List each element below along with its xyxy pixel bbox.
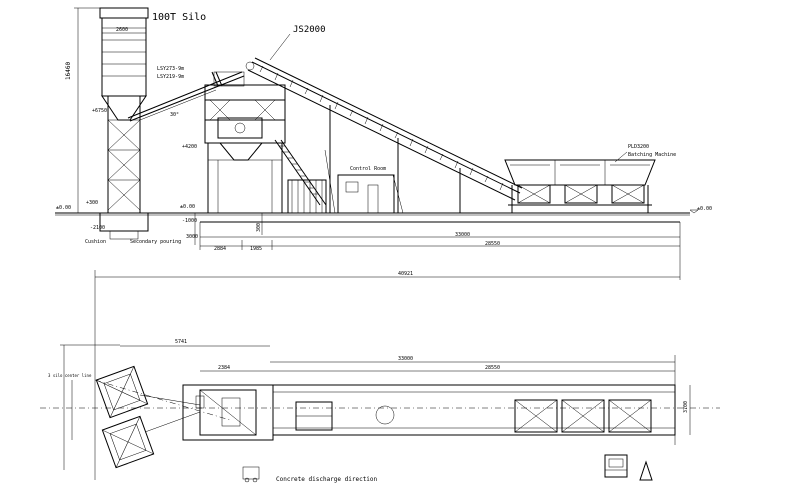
plan-batching-bins bbox=[514, 399, 652, 433]
silo-height-text: 16460 bbox=[65, 62, 72, 80]
screw-conveyor-2-label: LSY219-9m bbox=[157, 74, 184, 80]
level-silo-base: +300 bbox=[86, 200, 98, 206]
secondary-pouring-label: Secondary pouring bbox=[130, 239, 181, 245]
cement-silo bbox=[99, 7, 149, 240]
belt-span-text: 28550 bbox=[485, 241, 500, 247]
screw-conveyor-1-label: LSY273-9m bbox=[157, 66, 184, 72]
plan-a-text: 5741 bbox=[175, 339, 187, 345]
mixer-truck-icon bbox=[242, 466, 260, 483]
level-platform: +4200 bbox=[182, 144, 197, 150]
discharge-direction-label: Concrete discharge direction bbox=[276, 476, 378, 483]
batcher-model-label: PLD3200 bbox=[628, 144, 649, 150]
mixing-tower bbox=[204, 71, 327, 213]
plan-belt-conveyor bbox=[272, 384, 676, 436]
front-b-text: 1985 bbox=[250, 246, 262, 252]
cushion-label: Cushion bbox=[85, 239, 106, 245]
elevation-view: 16460 2600 100T Silo LSY273-9m LSY219-9m… bbox=[55, 7, 712, 480]
plan-silo-bottom bbox=[101, 415, 155, 469]
plan-view: 3 silo center line 5741 2384 33000 28550 bbox=[40, 339, 720, 483]
plan-belt-text: 33000 bbox=[398, 356, 413, 362]
level-ground-silo: ±0.00 bbox=[180, 204, 195, 210]
control-room-label: Control Room bbox=[350, 166, 386, 172]
batching-machine-label: Batching Machine bbox=[628, 152, 676, 158]
loader-icon bbox=[604, 454, 653, 481]
electrical-cabinet bbox=[287, 179, 327, 214]
silo-width-text: 2600 bbox=[116, 27, 128, 33]
belt-length-text: 33000 bbox=[455, 232, 470, 238]
level-ground-left: ±0.00 bbox=[56, 205, 71, 211]
overall-text: 40921 bbox=[398, 271, 413, 277]
plan-b-text: 2384 bbox=[218, 365, 230, 371]
mixer-leader bbox=[269, 33, 291, 61]
plan-span-text: 28550 bbox=[485, 365, 500, 371]
level-silo-mid: +6750 bbox=[92, 108, 107, 114]
mixer-model-label: JS2000 bbox=[293, 25, 326, 35]
plan-mixer-building bbox=[182, 384, 274, 441]
plan-width-text: 3700 bbox=[683, 401, 689, 413]
silo-title: 100T Silo bbox=[152, 12, 206, 23]
front-a-text: 2884 bbox=[214, 246, 226, 252]
angle-label: 30° bbox=[170, 112, 179, 118]
screw-conveyors: LSY273-9m LSY219-9m 30° bbox=[127, 66, 245, 122]
batching-machine: PLD3200 Batching Machine bbox=[504, 144, 676, 213]
level-foot: -2100 bbox=[90, 225, 105, 231]
control-room: Control Room bbox=[337, 166, 395, 214]
depth-small-text: 300 bbox=[256, 223, 262, 232]
belt-conveyor bbox=[245, 57, 523, 214]
silo-center-note: 3 silo center line bbox=[48, 373, 92, 378]
pit-depth-text: 3000 bbox=[186, 234, 198, 240]
level-pit: -1000 bbox=[182, 218, 197, 224]
level-ground-right: ±0.00 bbox=[697, 206, 712, 212]
plan-silo-top bbox=[95, 365, 149, 419]
